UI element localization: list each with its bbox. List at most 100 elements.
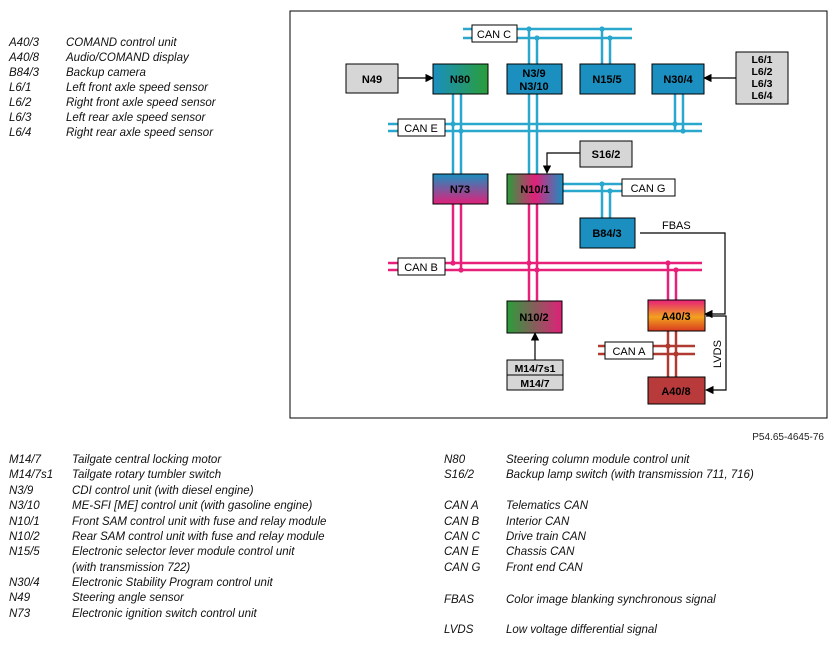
legend-code: M14/7 [9, 454, 41, 466]
legend-code: M14/7s1 [9, 469, 54, 481]
legend-code: FBAS [444, 594, 475, 606]
legend-description: Steering column module control unit [506, 454, 690, 466]
legend-description: Rear SAM control unit with fuse and rela… [72, 531, 325, 543]
n49-module: N49 [345, 63, 399, 94]
svg-text:CAN B: CAN B [404, 262, 438, 274]
n15-5-module: N15/5 [579, 63, 636, 95]
legend-description: CDI control unit (with diesel engine) [72, 485, 254, 497]
legend-description: Color image blanking synchronous signal [506, 594, 716, 606]
legend-code: L6/2 [9, 97, 32, 109]
lvds-line [705, 315, 727, 395]
legend-code: CAN B [444, 516, 480, 528]
legend-code: L6/1 [9, 82, 32, 94]
legend-description: Front SAM control unit with fuse and rel… [72, 516, 327, 528]
legend-code: N80 [444, 454, 466, 466]
legend-code: L6/4 [9, 127, 32, 139]
n10-2-module: N10/2 [506, 300, 563, 334]
a40-8-module: A40/8 [647, 376, 706, 405]
svg-text:N80: N80 [450, 74, 470, 86]
legend-code: N30/4 [9, 577, 40, 589]
svg-text:S16/2: S16/2 [592, 149, 621, 161]
svg-text:B84/3: B84/3 [592, 228, 621, 240]
fbas-line [640, 232, 726, 319]
legend-description: Chassis CAN [506, 546, 575, 558]
svg-text:L6/3: L6/3 [751, 78, 772, 90]
l6-module: L6/1 L6/2 L6/3 L6/4 [735, 51, 789, 105]
svg-text:N15/5: N15/5 [592, 74, 621, 86]
legend-description: Backup camera [66, 67, 146, 79]
svg-text:A40/8: A40/8 [661, 386, 690, 398]
legend-description: Tailgate rotary tumbler switch [72, 469, 222, 481]
legend-description: COMAND control unit [66, 37, 177, 49]
legend-code: LVDS [444, 624, 474, 636]
legend-code: N10/1 [9, 516, 40, 528]
can-c-label: CAN C [471, 24, 518, 43]
svg-text:N49: N49 [362, 74, 382, 86]
n3-module: N3/9 N3/10 [506, 63, 563, 95]
legend-description: Drive train CAN [506, 531, 586, 543]
figure-reference: P54.65-4645-76 [752, 432, 824, 443]
legend-description: Right rear axle speed sensor [66, 127, 214, 139]
legend-code: N15/5 [9, 546, 40, 558]
b84-3-module: B84/3 [579, 217, 636, 249]
legend-code: CAN C [444, 531, 480, 543]
n30-4-module: N30/4 [651, 63, 705, 95]
legend-code: CAN A [444, 500, 479, 512]
legend-code: N10/2 [9, 531, 40, 543]
legend-code: A40/8 [9, 52, 40, 64]
legend-code: N73 [9, 608, 31, 620]
can-b-label: CAN B [397, 257, 446, 276]
svg-text:CAN C: CAN C [477, 29, 511, 41]
lvds-label: LVDS [712, 340, 724, 368]
svg-text:CAN G: CAN G [631, 183, 666, 195]
n80-module: N80 [432, 63, 489, 95]
legend-code: L6/3 [9, 112, 32, 124]
legend-code: N3/10 [9, 500, 40, 512]
svg-text:N73: N73 [450, 184, 470, 196]
legend-description: (with transmission 722) [72, 562, 191, 574]
m14-module: M14/7s1 M14/7 [506, 359, 564, 391]
n10-1-module: N10/1 [506, 173, 564, 205]
legend-description: Steering angle sensor [72, 592, 184, 604]
legend-description: Left rear axle speed sensor [66, 112, 206, 124]
svg-text:N10/1: N10/1 [520, 184, 549, 196]
legend-description: Telematics CAN [506, 500, 589, 512]
legend-description: Interior CAN [506, 516, 570, 528]
legend-description: Tailgate central locking motor [72, 454, 222, 466]
legend-description: Backup lamp switch (with transmission 71… [506, 469, 754, 481]
can-b-bus [388, 204, 702, 301]
n3-to-n10-1-lines [527, 94, 539, 174]
svg-text:L6/2: L6/2 [751, 66, 772, 78]
legend-description: Electronic ignition switch control unit [72, 608, 257, 620]
svg-text:A40/3: A40/3 [661, 311, 690, 323]
legend-description: Front end CAN [506, 562, 583, 574]
can-a-label: CAN A [604, 341, 654, 360]
fbas-label: FBAS [662, 220, 691, 232]
s16-2-arrow [542, 152, 580, 174]
can-g-label: CAN G [621, 178, 676, 197]
legend-code: N49 [9, 592, 31, 604]
svg-text:L6/1: L6/1 [751, 54, 772, 66]
svg-text:N30/4: N30/4 [663, 74, 693, 86]
diagram-frame [289, 10, 828, 419]
legend-description: Low voltage differential signal [506, 624, 657, 636]
svg-text:M14/7s1: M14/7s1 [515, 363, 556, 375]
svg-text:CAN A: CAN A [612, 346, 646, 358]
svg-text:L6/4: L6/4 [751, 90, 772, 102]
can-g-bus [563, 182, 622, 218]
svg-text:N10/2: N10/2 [519, 312, 548, 324]
legend-code: B84/3 [9, 67, 40, 79]
legend-description: Electronic selector lever module control… [72, 546, 295, 558]
legend-description: Left front axle speed sensor [66, 82, 208, 94]
svg-text:CAN E: CAN E [404, 123, 438, 135]
legend-code: CAN G [444, 562, 481, 574]
s16-2-module: S16/2 [579, 140, 633, 168]
legend-description: Electronic Stability Program control uni… [72, 577, 273, 589]
legend-code: S16/2 [444, 469, 475, 481]
legend-code: CAN E [444, 546, 480, 558]
legend-description: Audio/COMAND display [66, 52, 189, 64]
svg-text:N3/10: N3/10 [519, 81, 548, 93]
legend-description: Right front axle speed sensor [66, 97, 216, 109]
legend-code: N3/9 [9, 485, 34, 497]
